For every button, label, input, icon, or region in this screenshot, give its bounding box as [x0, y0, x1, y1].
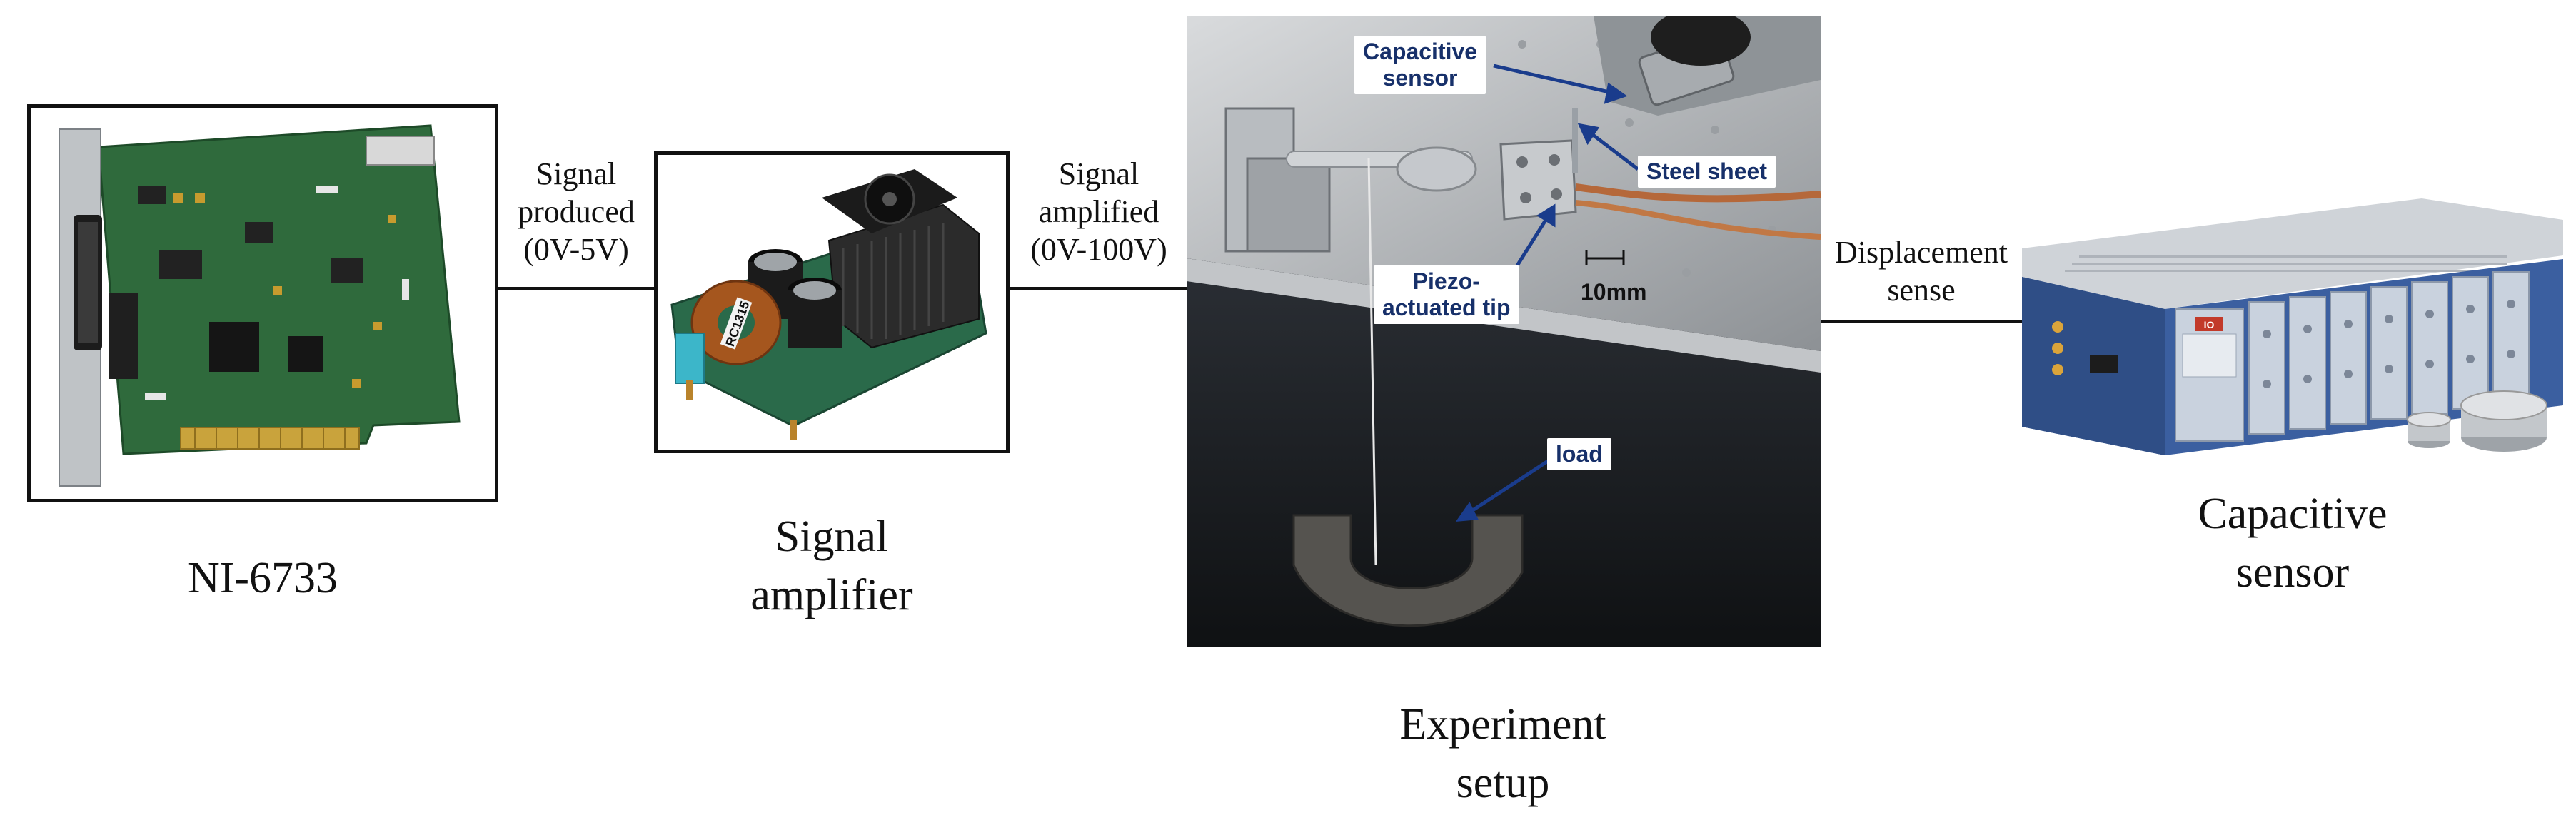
signal-produced-label: Signal produced (0V-5V): [518, 156, 635, 267]
amplifier-image: RC1315: [670, 169, 987, 440]
sensor-device-image: IO: [2022, 198, 2563, 455]
ni-card-image: [59, 124, 461, 487]
scale-label: 10mm: [1581, 279, 1647, 305]
connector-ni-to-amplifier: [498, 287, 654, 290]
experiment-caption: Experiment setup: [1399, 700, 1606, 807]
displacement-sense-label: Displacement sense: [1835, 235, 2008, 308]
amplifier-caption: Signal amplifier: [750, 512, 913, 619]
sensor-device: IO: [2022, 191, 2563, 461]
ni-card-frame: [27, 104, 498, 502]
steel-sheet-label: Steel sheet: [1638, 156, 1776, 188]
piezo-tip-label: Piezo- actuated tip: [1374, 265, 1519, 324]
experiment-photo: Capacitive sensor Steel sheet Piezo- act…: [1187, 16, 1821, 647]
connector-amplifier-to-setup: [1010, 287, 1187, 290]
load-label: load: [1547, 438, 1611, 470]
connector-setup-to-sensor: [1821, 320, 2022, 323]
sensor-caption: Capacitive sensor: [2198, 490, 2388, 597]
ni-card-caption: NI-6733: [187, 554, 338, 602]
experiment-image: [1187, 16, 1821, 647]
sensor-badge: IO: [2204, 319, 2215, 330]
amplifier-frame: RC1315: [654, 151, 1010, 453]
signal-amplified-label: Signal amplified (0V-100V): [1030, 156, 1167, 267]
capacitive-sensor-photo-label: Capacitive sensor: [1354, 36, 1486, 94]
